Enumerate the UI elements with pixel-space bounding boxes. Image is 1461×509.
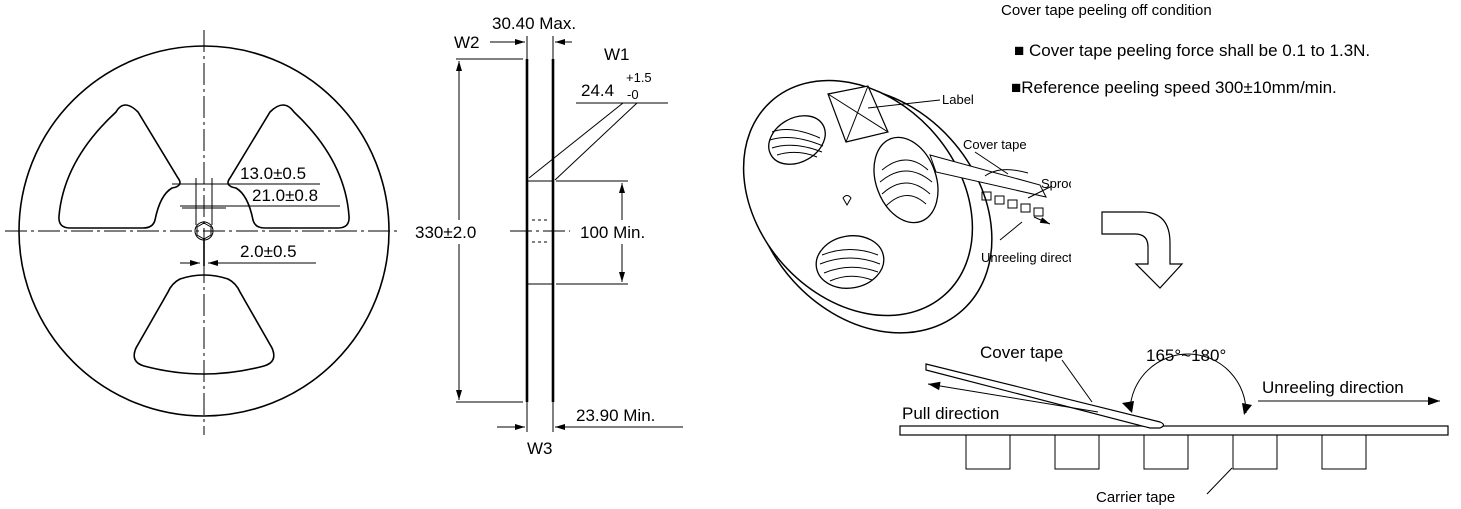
- reel-outer-circle: [18, 45, 390, 417]
- w2-label: W2: [454, 33, 480, 52]
- window-upper-left: [58, 104, 181, 229]
- w1-tol-plus: +1.5: [626, 70, 652, 85]
- peel-diagram: Cover tape 165°~180° Unreeling direction…: [899, 343, 1449, 506]
- note-item-1: ■ Cover tape peeling force shall be 0.1 …: [1014, 41, 1370, 60]
- reel-window-3: [815, 235, 885, 289]
- window-bottom: [133, 274, 275, 375]
- w2-value: 30.40 Max.: [492, 14, 576, 33]
- peel-angle: 165°~180°: [1146, 346, 1226, 365]
- note-item-2: ■Reference peeling speed 300±10mm/min.: [1011, 78, 1337, 97]
- reel-label-box: [827, 85, 889, 143]
- flow-arrow-icon: [1101, 211, 1184, 289]
- unreeling-text: Unreeling direct: [981, 250, 1072, 265]
- side-view: 330±2.0 100 Min. W2 30.40 Max. W1 24.4 +…: [415, 14, 683, 458]
- dim-100: 100 Min.: [580, 223, 645, 242]
- peel-cover-tape: Cover tape: [980, 343, 1063, 362]
- dim-21: 21.0±0.8: [252, 186, 318, 205]
- dim-330: 330±2.0: [415, 223, 476, 242]
- dim-13: 13.0±0.5: [240, 164, 306, 183]
- w1-label: W1: [604, 45, 630, 64]
- front-view: 13.0±0.5 21.0±0.8 2.0±0.5: [5, 30, 400, 435]
- w3-label: W3: [527, 439, 553, 458]
- label-text: Label: [942, 92, 974, 107]
- peel-unreeling: Unreeling direction: [1262, 378, 1404, 397]
- sprocket-holes: [981, 191, 1044, 217]
- w1-tol-minus: -0: [627, 87, 639, 102]
- peel-pull: Pull direction: [902, 404, 999, 423]
- notes-title: Cover tape peeling off condition: [1001, 2, 1212, 19]
- w3-value: 23.90 Min.: [576, 406, 655, 425]
- cover-tape-text: Cover tape: [963, 137, 1027, 152]
- reel-illustration: Label Cover tape Sprocke Unreeling direc…: [742, 79, 1091, 334]
- dim-2: 2.0±0.5: [240, 242, 297, 261]
- notes: Cover tape peeling off condition ■ Cover…: [1001, 2, 1370, 97]
- peel-carrier: Carrier tape: [1096, 489, 1175, 506]
- w1-value: 24.4: [581, 81, 614, 100]
- reel-window-1: [768, 115, 826, 165]
- window-upper-right: [227, 104, 350, 229]
- reel-window-2: [873, 136, 939, 224]
